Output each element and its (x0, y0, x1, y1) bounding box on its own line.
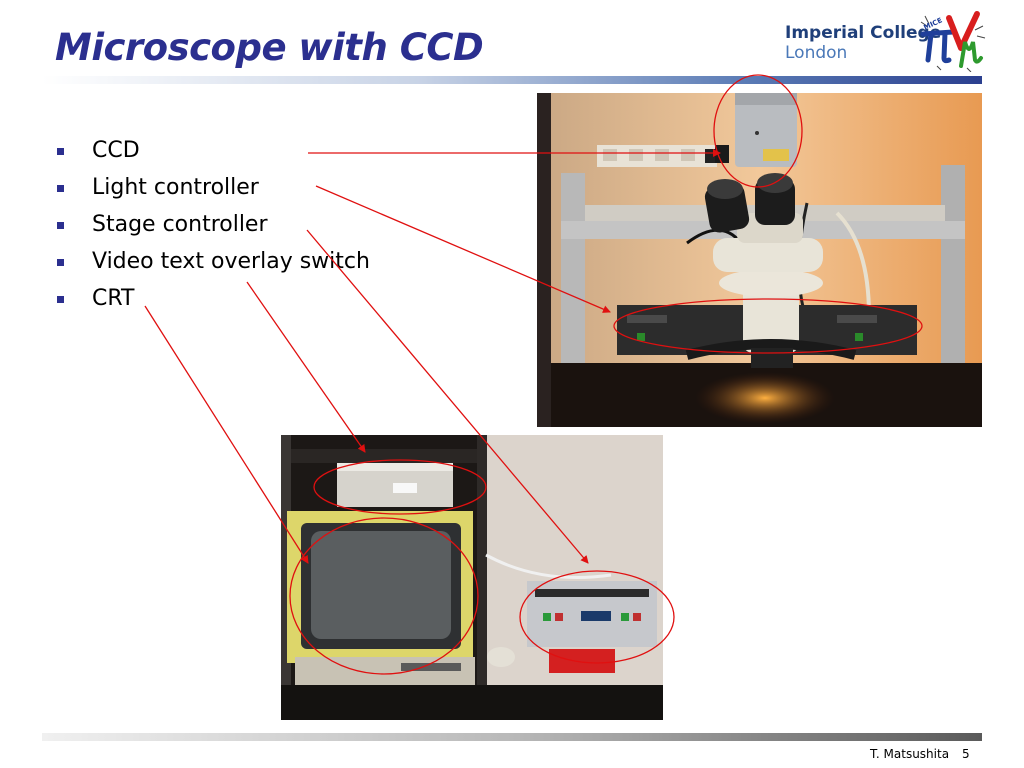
slide-title: Microscope with CCD (55, 26, 484, 69)
imperial-college-logo: Imperial College London MICE (785, 8, 986, 74)
header-divider (42, 76, 982, 84)
monitor-and-controllers-photo (281, 435, 663, 720)
bullet-label-ccd: CCD (92, 138, 140, 163)
microscope-photo (537, 93, 982, 427)
footer-author: T. Matsushita (870, 747, 950, 761)
bullet-label-stage-controller: Stage controller (92, 212, 268, 237)
bullet-marker-icon (57, 185, 64, 192)
emblem-text: MICE (922, 16, 943, 32)
bullet-label-video-overlay: Video text overlay switch (92, 249, 370, 274)
bullet-label-crt: CRT (92, 286, 135, 311)
logo-line-1: Imperial College (785, 23, 942, 43)
logo-line-2: London (785, 43, 848, 63)
bullet-label-light-controller: Light controller (92, 175, 259, 200)
mice-emblem-icon: MICE (920, 11, 986, 72)
bullet-marker-icon (57, 222, 64, 229)
bullet-marker-icon (57, 259, 64, 266)
microscope-illustration (537, 93, 982, 427)
footer-divider (42, 733, 982, 741)
bullet-marker-icon (57, 148, 64, 155)
overlay-switch-arrow (246, 281, 366, 453)
bullet-marker-icon (57, 296, 64, 303)
monitor-illustration (281, 435, 663, 720)
page-number: 5 (962, 747, 970, 761)
